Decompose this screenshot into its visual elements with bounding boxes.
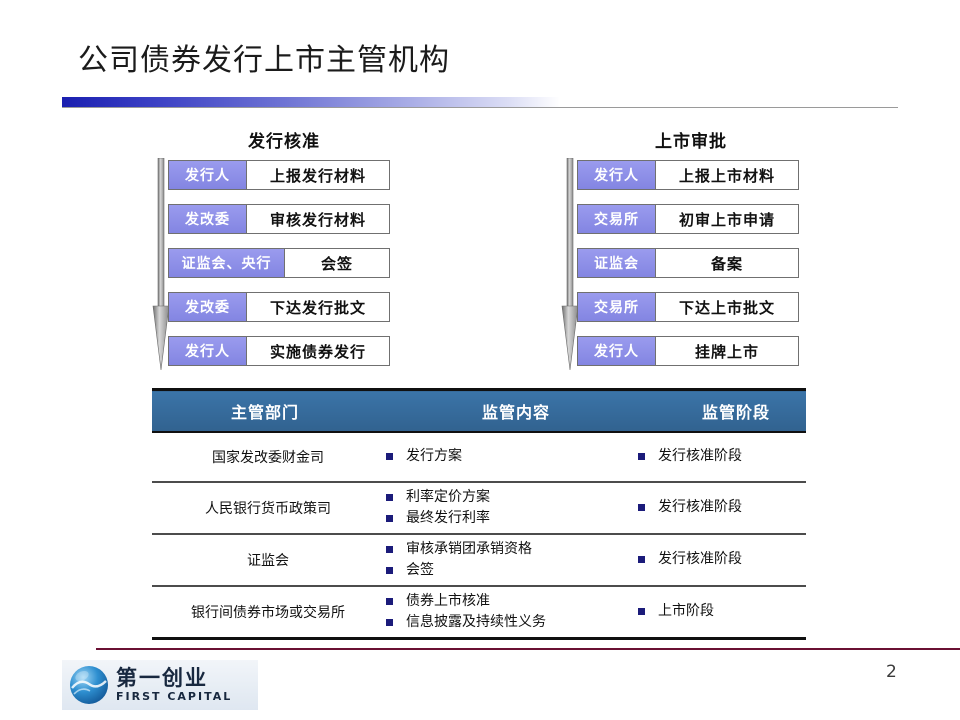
column-header-scope: 监管内容	[384, 388, 636, 433]
flow-row[interactable]: 发行人 挂牌上市	[577, 336, 799, 366]
stage-bullet-list: 发行核准阶段	[636, 497, 806, 518]
flow-actor: 发改委	[169, 205, 247, 233]
cell-stage: 上市阶段	[636, 585, 806, 640]
flow-action: 下达发行批文	[247, 293, 389, 321]
table-row: 证监会 审核承销团承销资格 会签 发行核准阶段	[152, 533, 806, 587]
flow-action: 实施债券发行	[247, 337, 389, 365]
list-item: 发行核准阶段	[636, 549, 806, 570]
flow-actor: 发行人	[169, 161, 247, 189]
list-item: 信息披露及持续性义务	[384, 612, 636, 633]
list-item: 会签	[384, 560, 636, 581]
scope-bullet-list: 发行方案	[384, 446, 636, 467]
cell-scope: 债券上市核准 信息披露及持续性义务	[384, 585, 636, 640]
list-item: 发行核准阶段	[636, 497, 806, 518]
cell-department: 人民银行货币政策司	[152, 481, 384, 535]
flow-action: 上报上市材料	[656, 161, 798, 189]
list-item: 利率定价方案	[384, 487, 636, 508]
table-row: 人民银行货币政策司 利率定价方案 最终发行利率 发行核准阶段	[152, 481, 806, 535]
scope-bullet-list: 债券上市核准 信息披露及持续性义务	[384, 591, 636, 633]
table-row: 银行间债券市场或交易所 债券上市核准 信息披露及持续性义务 上市阶段	[152, 585, 806, 640]
list-item: 最终发行利率	[384, 508, 636, 529]
footer-divider	[96, 648, 960, 650]
cell-scope: 审核承销团承销资格 会签	[384, 533, 636, 587]
page-title: 公司债券发行上市主管机构	[78, 43, 450, 78]
scope-bullet-list: 审核承销团承销资格 会签	[384, 539, 636, 581]
arrow-down-icon	[152, 158, 170, 370]
flow-row[interactable]: 发行人 上报上市材料	[577, 160, 799, 190]
arrow-down-icon	[561, 158, 579, 370]
flow-heading-left: 发行核准	[248, 132, 320, 152]
flow-row[interactable]: 证监会、央行 会签	[168, 248, 390, 278]
logo-name-en: FIRST CAPITAL	[116, 689, 233, 703]
flow-column-listing-approval: 发行人 上报上市材料 交易所 初审上市申请 证监会 备案 交易所 下达上市批文 …	[577, 160, 799, 366]
flow-action: 挂牌上市	[656, 337, 798, 365]
cell-scope: 发行方案	[384, 431, 636, 483]
flow-row[interactable]: 发行人 上报发行材料	[168, 160, 390, 190]
page-number: 2	[886, 662, 897, 682]
logo-name-cn: 第一创业	[116, 665, 208, 690]
flow-row[interactable]: 交易所 下达上市批文	[577, 292, 799, 322]
table-row: 国家发改委财金司 发行方案 发行核准阶段	[152, 431, 806, 483]
flow-action: 会签	[285, 249, 389, 277]
cell-stage: 发行核准阶段	[636, 481, 806, 535]
flow-actor: 发行人	[169, 337, 247, 365]
stage-bullet-list: 发行核准阶段	[636, 549, 806, 570]
regulator-table: 主管部门 监管内容 监管阶段 国家发改委财金司 发行方案 发行核准阶段	[152, 388, 806, 640]
flow-row[interactable]: 证监会 备案	[577, 248, 799, 278]
flow-actor: 交易所	[578, 293, 656, 321]
list-item: 发行核准阶段	[636, 446, 806, 467]
flow-actor: 证监会	[578, 249, 656, 277]
title-hairline-rule	[62, 107, 898, 108]
flow-row[interactable]: 发改委 审核发行材料	[168, 204, 390, 234]
company-logo: 第一创业 FIRST CAPITAL	[62, 660, 258, 710]
flow-actor: 交易所	[578, 205, 656, 233]
globe-icon	[70, 666, 108, 704]
cell-scope: 利率定价方案 最终发行利率	[384, 481, 636, 535]
cell-department: 国家发改委财金司	[152, 431, 384, 483]
flow-actor: 发改委	[169, 293, 247, 321]
scope-bullet-list: 利率定价方案 最终发行利率	[384, 487, 636, 529]
column-header-department: 主管部门	[152, 388, 384, 433]
flow-row[interactable]: 发行人 实施债券发行	[168, 336, 390, 366]
cell-department: 证监会	[152, 533, 384, 587]
flow-actor: 发行人	[578, 337, 656, 365]
logo-text: 第一创业 FIRST CAPITAL	[116, 665, 233, 704]
flow-actor: 发行人	[578, 161, 656, 189]
title-gradient-rule	[62, 97, 560, 108]
flow-row[interactable]: 交易所 初审上市申请	[577, 204, 799, 234]
stage-bullet-list: 发行核准阶段	[636, 446, 806, 467]
flow-row[interactable]: 发改委 下达发行批文	[168, 292, 390, 322]
flow-column-issuance-approval: 发行人 上报发行材料 发改委 审核发行材料 证监会、央行 会签 发改委 下达发行…	[168, 160, 390, 366]
list-item: 债券上市核准	[384, 591, 636, 612]
flow-action: 上报发行材料	[247, 161, 389, 189]
flow-action: 审核发行材料	[247, 205, 389, 233]
cell-stage: 发行核准阶段	[636, 431, 806, 483]
cell-department: 银行间债券市场或交易所	[152, 585, 384, 640]
flow-action: 备案	[656, 249, 798, 277]
cell-stage: 发行核准阶段	[636, 533, 806, 587]
flow-actor: 证监会、央行	[169, 249, 285, 277]
list-item: 审核承销团承销资格	[384, 539, 636, 560]
flow-action: 初审上市申请	[656, 205, 798, 233]
stage-bullet-list: 上市阶段	[636, 601, 806, 622]
column-header-stage: 监管阶段	[636, 388, 806, 433]
list-item: 发行方案	[384, 446, 636, 467]
list-item: 上市阶段	[636, 601, 806, 622]
flow-heading-right: 上市审批	[655, 132, 727, 152]
flow-action: 下达上市批文	[656, 293, 798, 321]
table-header-row: 主管部门 监管内容 监管阶段	[152, 388, 806, 433]
